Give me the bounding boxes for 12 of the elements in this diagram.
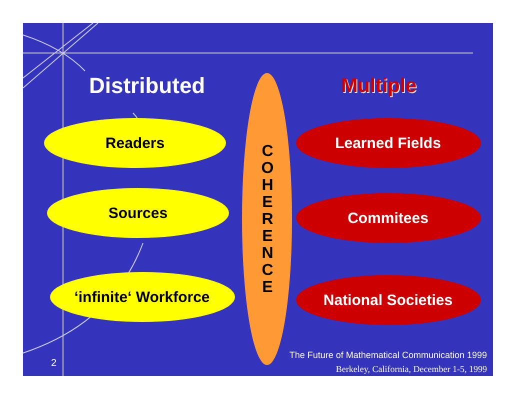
node-label: Learned Fields — [335, 134, 441, 152]
page-number: 2 — [51, 358, 57, 369]
node-label: ‘infinite‘ Workforce — [74, 288, 210, 306]
node-label: Sources — [108, 204, 168, 222]
node-label: Commitees — [348, 210, 428, 226]
node-label: National Societies — [323, 292, 453, 308]
heading: Distributed — [89, 73, 206, 99]
heading: Multiple — [341, 75, 417, 98]
footer-text: The Future of Mathematical Communication 1999 — [289, 350, 487, 360]
node-label: Readers — [105, 134, 165, 152]
footer-text: Berkeley, California, December 1-5, 1999 — [336, 364, 487, 374]
node-label: COHERENCE — [258, 142, 276, 296]
